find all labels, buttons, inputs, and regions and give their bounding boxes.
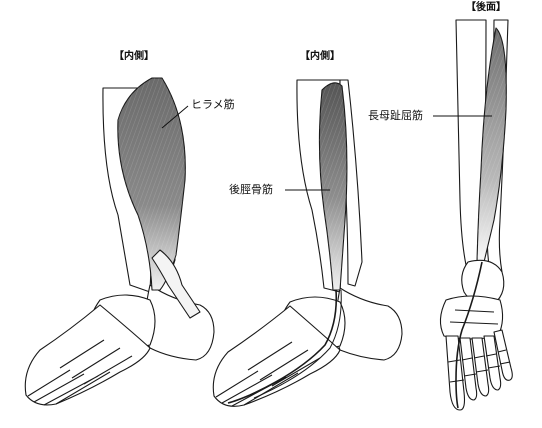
tibialis-posterior-label: 後脛骨筋 <box>229 183 273 196</box>
toe-lines-1 <box>27 339 133 406</box>
tibialis-posterior-tendon <box>227 289 338 404</box>
achilles-tendon <box>151 249 201 319</box>
leader-line-soleus <box>161 105 189 129</box>
panel-3-view-label: 【後面】 <box>466 2 506 13</box>
heel-bone-2 <box>335 287 403 361</box>
panel-3-leg <box>439 19 513 411</box>
flexor-hallucis-longus-fibers <box>477 28 507 262</box>
panel-2-leg <box>212 79 403 407</box>
flexor-hallucis-longus-label: 長母趾屈筋 <box>368 109 423 122</box>
panel-1-view-label: 【内側】 <box>114 51 154 62</box>
soleus-fibers <box>117 78 186 290</box>
tibialis-posterior-fibers <box>319 82 347 290</box>
soleus-label: ヒラメ筋 <box>191 98 235 111</box>
panel-1-leg <box>24 77 215 406</box>
toe-bones-3 <box>445 329 513 411</box>
leader-lines <box>161 105 492 191</box>
panel-2-view-label: 【内側】 <box>300 51 340 62</box>
flexor-hallucis-longus-tendon <box>455 261 483 409</box>
